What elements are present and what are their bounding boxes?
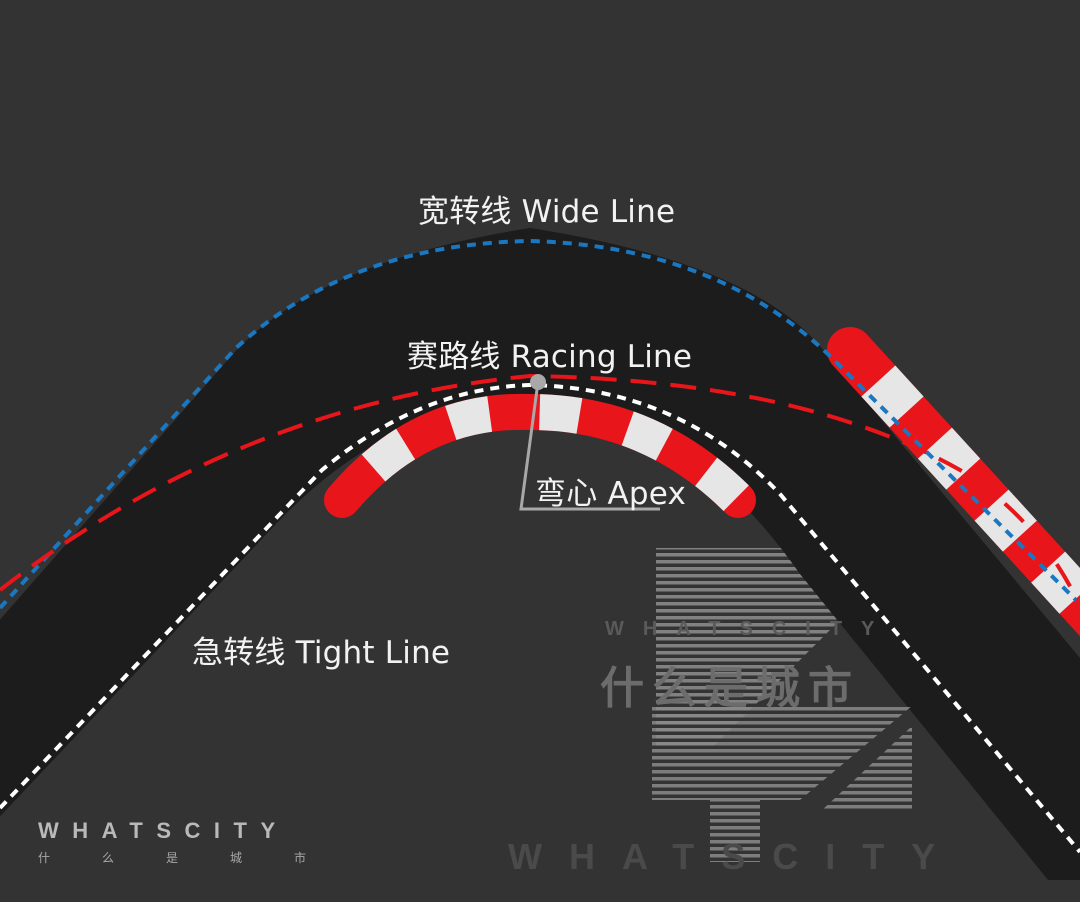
tight-line-path [0, 382, 1080, 854]
racing-line-label: 赛路线 Racing Line [407, 339, 693, 375]
brand-logo-text: WHATSCITY [38, 818, 289, 843]
watermark-cn-text: 什么是城市 [600, 663, 860, 714]
tight-line-label: 急转线 Tight Line [192, 635, 451, 671]
watermark-text-top: WHATSCITY [605, 618, 894, 640]
track-surface [0, 228, 1080, 880]
wide-line-label: 宽转线 Wide Line [418, 194, 676, 230]
inner-kerb [324, 393, 756, 518]
brand-logo-subtitle: 什么是城市 [38, 851, 359, 865]
watermark-emblem [652, 706, 912, 862]
apex-marker [519, 374, 660, 511]
outer-kerb [827, 327, 1080, 637]
watermark-text-bottom: WHATSCITY [508, 836, 963, 877]
wide-line-path [0, 238, 1080, 610]
apex-label: 弯心 Apex [535, 476, 687, 512]
